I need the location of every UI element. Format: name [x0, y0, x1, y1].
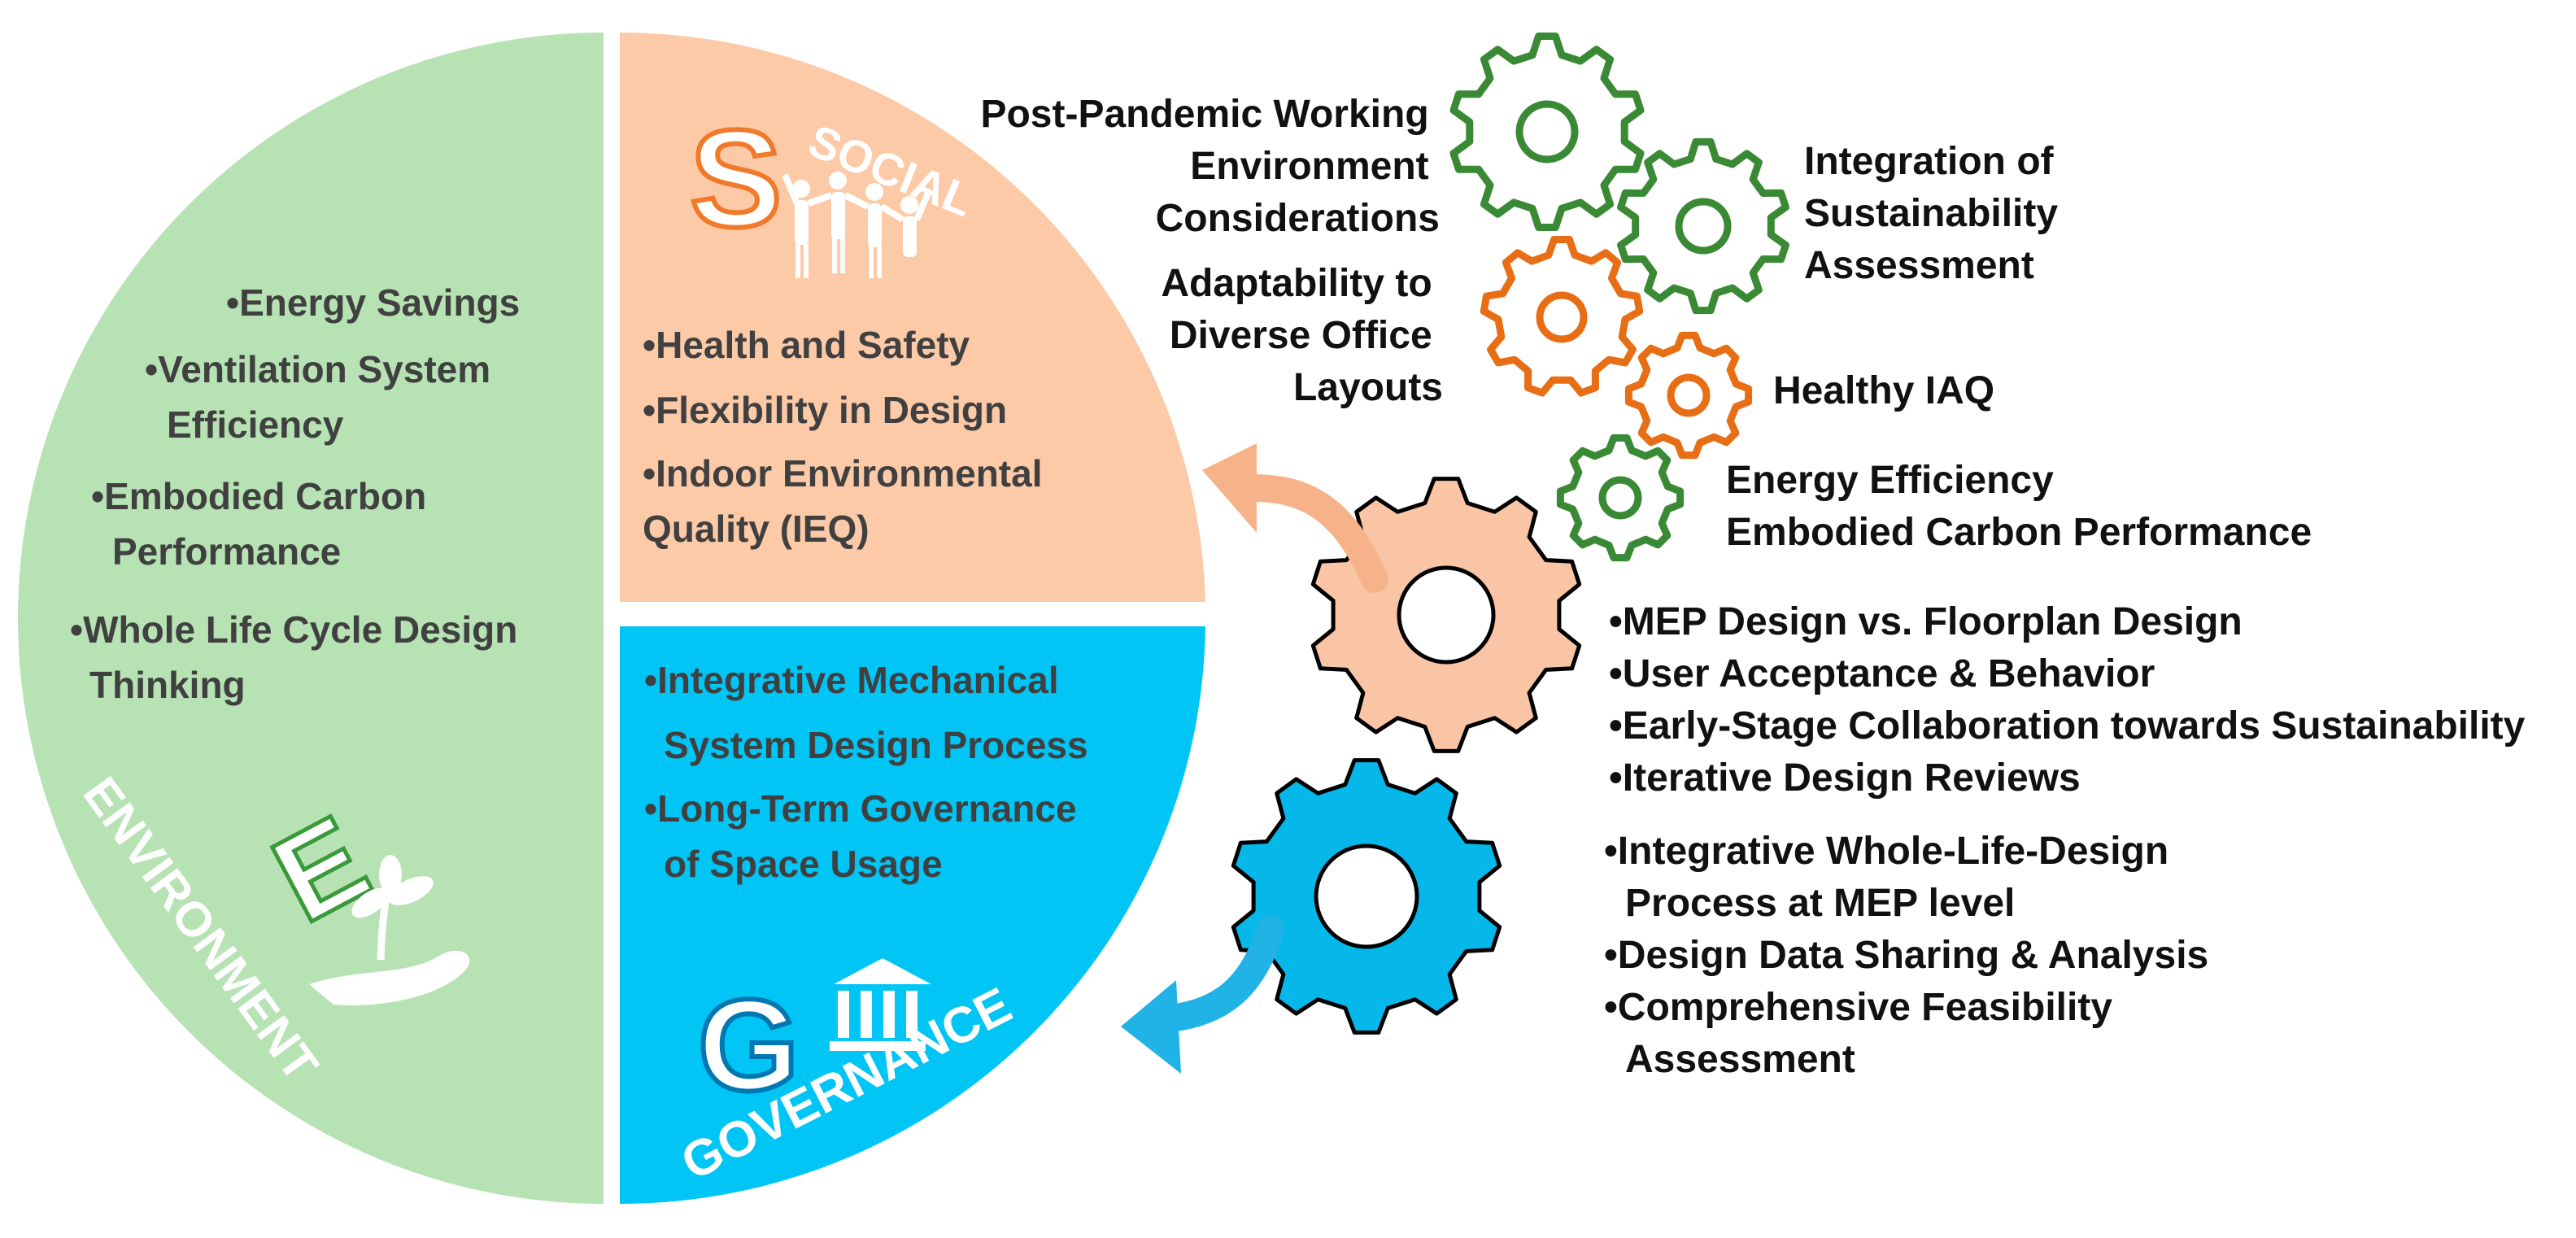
- social-gear-list: •MEP Design vs. Floorplan Design •User A…: [1609, 600, 2536, 800]
- social-item: •Flexibility in Design: [643, 389, 1007, 431]
- gear-orange-small-icon: [1624, 331, 1753, 460]
- label-post-pandemic: Post-Pandemic Working Environment Consid…: [980, 93, 1440, 240]
- gear-blue-icon: [1231, 758, 1502, 1035]
- arrow-to-governance: [1121, 915, 1284, 1074]
- label-healthy-iaq: Healthy IAQ: [1773, 369, 1994, 412]
- people-icon: [782, 172, 932, 278]
- gear-green-small-icon: [1556, 434, 1685, 562]
- environment-item: •Energy Savings: [226, 281, 520, 324]
- governance-gear-list: •Integrative Whole-Life-Design Process a…: [1604, 830, 2220, 1081]
- label-adaptability: Adaptability to Diverse Office Layouts: [1161, 262, 1443, 409]
- gear-green-large-icon: [1449, 33, 1645, 231]
- hand-plant-icon: [309, 855, 470, 1005]
- social-segment: [620, 32, 1205, 603]
- bank-icon: [830, 958, 931, 1051]
- governance-letter: G: [698, 972, 799, 1118]
- gear-cluster: [1231, 33, 1789, 1035]
- arrow-to-social: [1202, 443, 1388, 593]
- label-energy: Energy Efficiency Embodied Carbon Perfor…: [1726, 459, 2312, 554]
- label-integration: Integration of Sustainability Assessment: [1804, 140, 2068, 287]
- environment-segment: [18, 33, 604, 1204]
- social-letter: S: [690, 102, 782, 256]
- gear-green-mid-icon: [1617, 137, 1789, 315]
- governance-segment: [620, 626, 1205, 1204]
- gear-peach-icon: [1310, 477, 1582, 753]
- gear-orange-icon: [1480, 236, 1644, 397]
- social-item: •Health and Safety: [643, 324, 970, 366]
